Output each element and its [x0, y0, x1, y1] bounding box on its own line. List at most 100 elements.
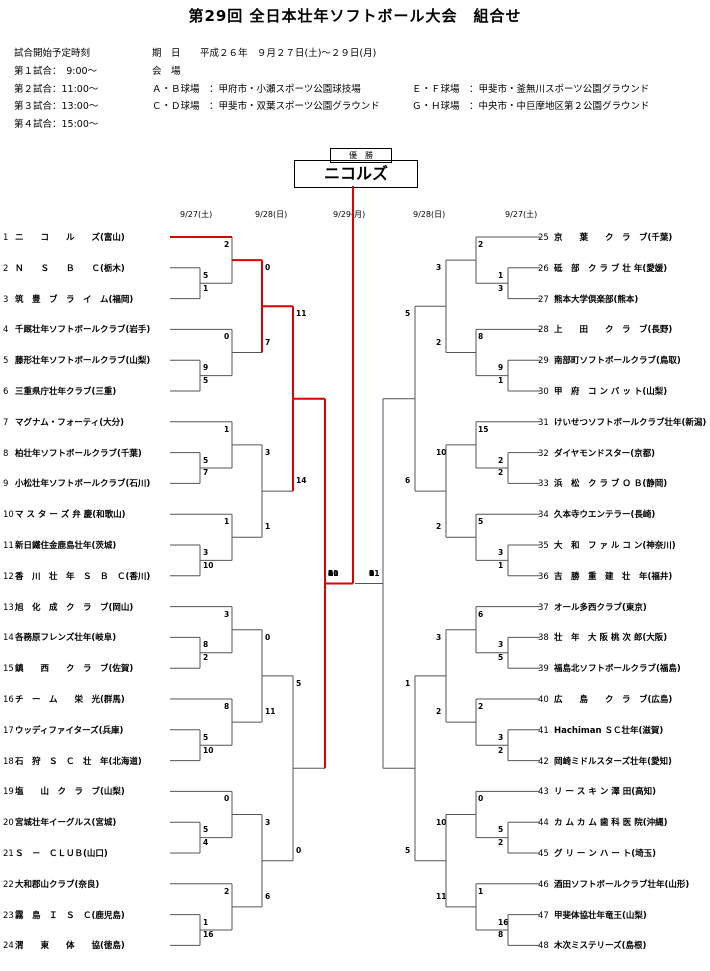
date-right-r2: 9/28(日) [413, 210, 446, 219]
left-score: 0 [224, 332, 230, 342]
right-score: 16 [498, 917, 509, 927]
left-score: 8 [203, 640, 209, 650]
left-score: 5 [296, 678, 302, 688]
right-score: 1 [498, 376, 504, 385]
left-score: 0 [265, 632, 271, 642]
right-score: 2 [498, 468, 504, 478]
right-score: 2 [498, 838, 504, 847]
left-score: 0 [328, 568, 334, 578]
left-team-21: 21Ｓ － ＣＬＵＢ(山口) [3, 849, 108, 859]
left-team-16: 16チ ー ム 栄 光(群馬) [3, 695, 125, 705]
left-score: 2 [328, 568, 334, 578]
left-score: 5 [203, 732, 209, 742]
right-score: 1 [498, 560, 504, 570]
left-score: 5 [203, 455, 209, 465]
left-score: 3 [203, 548, 209, 557]
left-team-19: 19塩 山 ク ラ ブ(山梨) [3, 787, 125, 798]
left-score: 11 [265, 707, 276, 717]
right-score: 3 [498, 283, 504, 293]
right-score: 3 [498, 640, 504, 650]
right-score: 10 [436, 447, 447, 457]
right-score: 3 [436, 263, 442, 273]
left-score: 1 [203, 283, 209, 293]
left-score: 1 [224, 517, 230, 527]
left-score: 9 [203, 363, 209, 373]
right-score: 2 [478, 702, 484, 711]
right-score: 1 [405, 678, 411, 688]
left-team-10: 10マ ス タ ー ズ 弁 慶(和歌山) [3, 510, 126, 521]
right-score: 15 [478, 424, 489, 434]
period-value: 平成２６年 ９月２７日(土)～２９日(月) [200, 48, 377, 59]
venue-ab: Ａ・Ｂ球場 ：甲府市・小瀬スポーツ公園球技場 [152, 84, 361, 95]
date-right-r1: 9/27(土) [505, 210, 538, 219]
right-score: 9 [498, 363, 504, 373]
left-team-20: 20宮城壮年イーグルス(宮城) [3, 818, 117, 829]
right-score: 1 [498, 270, 504, 280]
left-score: 5 [203, 270, 209, 280]
left-team-12: 12香 川 壮 年 Ｓ Ｂ Ｃ(香川) [3, 571, 151, 582]
left-score: 3 [265, 447, 271, 457]
left-score: 11 [328, 568, 339, 578]
right-score: 6 [478, 609, 484, 619]
left-score: 5 [203, 376, 209, 385]
left-score: 0 [265, 263, 271, 273]
left-score: 16 [203, 930, 214, 940]
left-score: 3 [265, 817, 271, 827]
left-score: 7 [203, 468, 209, 478]
left-score: 10 [203, 745, 214, 755]
page-title: 第29回 全日本壮年ソフトボール大会 組合せ [188, 7, 522, 25]
right-score: 5 [498, 653, 504, 663]
left-score: 2 [328, 568, 334, 578]
right-score: 3 [498, 548, 504, 557]
right-score: 3 [369, 568, 375, 578]
right-score: 8 [478, 332, 484, 342]
date-left-r1: 9/27(土) [180, 210, 213, 219]
right-score: 8 [369, 568, 375, 578]
left-score: 1 [224, 424, 230, 434]
right-score: 11 [369, 568, 380, 578]
schedule-time-4: 第４試合：15:00～ [14, 119, 99, 130]
right-score: 8 [498, 930, 504, 940]
left-score: 0 [296, 845, 302, 855]
left-score: 2 [328, 568, 334, 578]
champion-label: 優 勝 [330, 148, 392, 163]
date-left-r2: 9/28(日) [255, 210, 288, 219]
left-score: 4 [328, 568, 334, 578]
left-score: 2 [203, 653, 209, 663]
left-team-14: 14各務原フレンズ壮年(岐阜) [3, 633, 117, 644]
right-score: 2 [498, 455, 504, 465]
right-score: 2 [478, 240, 484, 249]
right-score: 5 [369, 568, 375, 578]
right-score: 6 [405, 476, 411, 486]
right-score: 5 [478, 517, 484, 527]
